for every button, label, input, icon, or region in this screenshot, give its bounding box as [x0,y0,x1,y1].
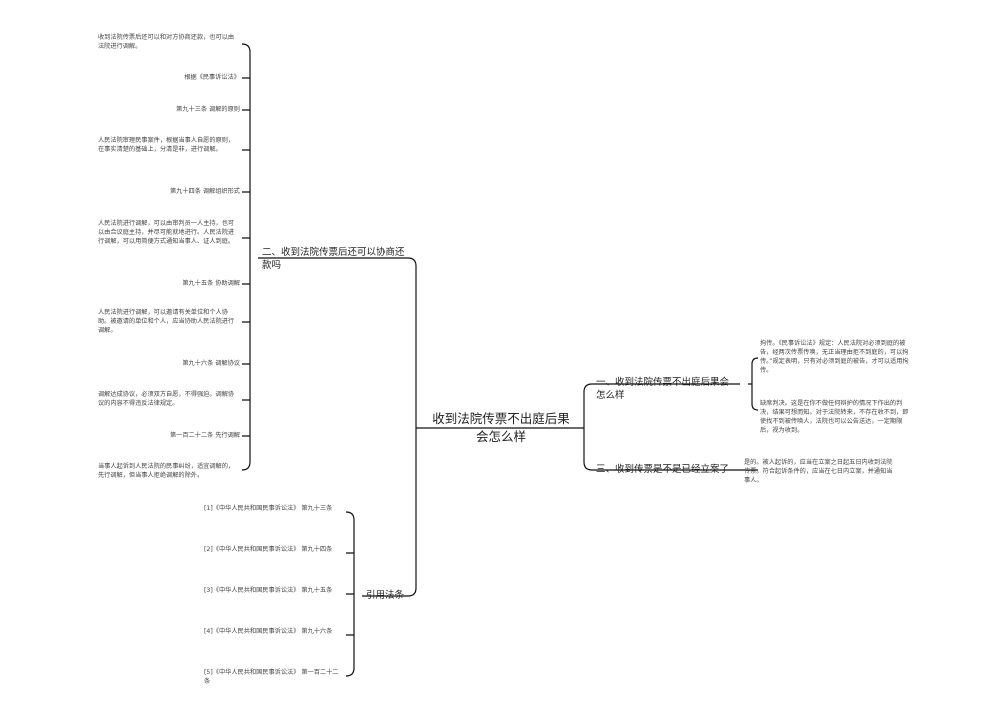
b4-ticks [346,552,354,636]
right-trunk [583,383,593,471]
b2-leaf-8: 人民法院进行调解，可以邀请有关单位和个人协助。被邀请的单位和个人，应当协助人民法… [98,309,235,334]
b2-leaf-9: 第九十六条 调解协议 [182,360,240,367]
branch-1-node[interactable]: 一、收到法院传票不出庭后果会怎么样 [596,377,730,402]
b2-leaf-12: 当事人起诉到人民法院的民事纠纷，适宜调解的，先行调解，但当事人拒绝调解的除外。 [98,463,235,479]
b2-bracket [241,43,251,471]
b3-leaf-1: 是的。被人起诉的，应当在立案之日起五日内收到法院传票。符合起诉条件的，应当在七日… [744,459,893,484]
b2-leaf-1: 收到法院传票后还可以和对方协商还款，也可以由法院进行调解。 [98,34,235,50]
b4-bracket [345,511,355,677]
b2-leaf-10: 调解达成协议，必须双方自愿，不得强迫。调解协议的内容不得违反法律规定。 [98,391,235,407]
branch-4-node[interactable]: 引用法条 [366,590,405,601]
b4-leaf-4: [4]《中华人民共和国民事诉讼法》 第九十六条 [204,628,333,635]
b1-bracket [748,357,759,411]
branch-3-node[interactable]: 三、收到传票是不是已经立案了 [596,464,730,475]
b2-ticks [242,77,250,437]
b2-leaf-5: 第九十四条 调解组织形式 [169,188,240,195]
b2-leaf-3: 第九十三条 调解的原则 [176,106,240,113]
b4-leaf-2: [2]《中华人民共和国民事诉讼法》 第九十四条 [204,546,333,553]
b2-leaf-6: 人民法院进行调解，可以由审判员一人主持，也可以由合议庭主持，并尽可能就地进行。人… [98,220,235,245]
b2-leaf-7: 第九十五条 协助调解 [182,280,240,287]
left-trunk [407,257,417,597]
b4-leaf-3: [3]《中华人民共和国民事诉讼法》 第九十五条 [204,587,333,594]
b2-leaf-11: 第一百二十二条 先行调解 [169,432,240,439]
b4-leaf-1: [1]《中华人民共和国民事诉讼法》 第九十三条 [204,505,333,512]
b2-leaf-4: 人民法院审理民事案件，根据当事人自愿的原则，在事实清楚的基础上，分清是非，进行调… [98,137,235,153]
b1-leaf-2: 缺席判决。这是在你不做任何辩护的情况下作出的判决，结果可想而知。对于法院转来，不… [760,400,909,434]
b2-leaf-2: 根据《民事诉讼法》 [184,74,240,81]
b4-leaf-5: [5]《中华人民共和国民事诉讼法》 第一百二十二条 [204,669,339,685]
root-node[interactable]: 收到法院传票不出庭后果会怎么样 [432,411,570,444]
b1-leaf-1: 拘传。《民事诉讼法》规定：人民法院对必须到庭的被告，经两次传票传唤，无正当理由拒… [760,340,909,374]
branch-2-node[interactable]: 二、收到法院传票后还可以协商还款吗 [262,247,405,272]
